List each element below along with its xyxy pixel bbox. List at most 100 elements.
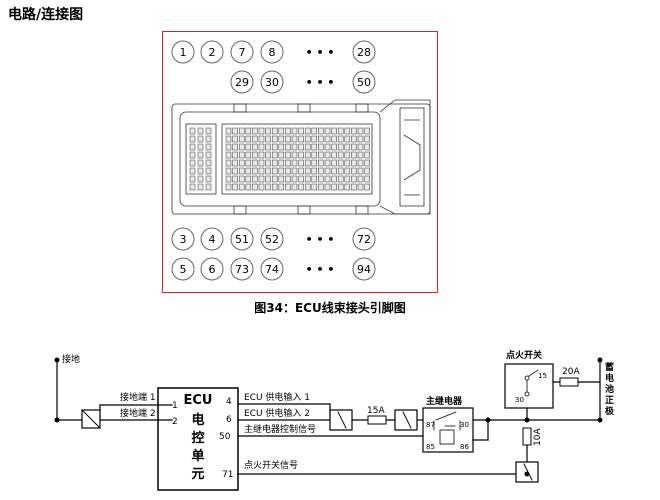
connector-pin-cell	[225, 159, 232, 167]
connector-pin-cell	[311, 151, 318, 159]
ecu-pin-4: 4	[226, 397, 232, 407]
connector-pin-cell	[271, 167, 278, 175]
connector-pin-cell	[357, 183, 364, 191]
connector-pin-cell	[291, 183, 298, 191]
connector-pin-cell	[357, 175, 364, 183]
connector-pin-cell	[344, 183, 351, 191]
fuse-ign-label: 10A	[533, 428, 543, 446]
connector-pin-cell	[225, 183, 232, 191]
connector-pin-cell	[344, 175, 351, 183]
pin-label: 94	[357, 263, 371, 276]
connector-pin-cell	[278, 143, 285, 151]
battery-char-1: 蓄	[605, 361, 614, 373]
connector-pin-cell	[245, 159, 252, 167]
pin-row-top-2: 29 30 • • • 50	[230, 70, 376, 94]
connector-pin-cell	[304, 175, 311, 183]
connector-pin-cell	[331, 167, 337, 175]
connector-pin-cell	[344, 167, 351, 175]
connector-pin-cell	[344, 143, 351, 151]
pin-row-bottom-1: 3 4 51 52 • • • 72	[171, 227, 376, 251]
connector-pin-cell	[364, 159, 370, 167]
connector-pin-cell	[205, 151, 212, 159]
connector-pin-cell	[225, 143, 232, 151]
connector-pin-cell	[238, 159, 245, 167]
relay-pin-85: 85	[426, 443, 435, 451]
connector-pin-cell	[304, 159, 311, 167]
battery-char-5: 极	[605, 405, 615, 417]
connector-pin-cell	[351, 167, 357, 175]
ecu-pin-71: 71	[222, 470, 233, 480]
connector-pin-cell	[357, 135, 364, 143]
connector-pin-cell	[351, 135, 357, 143]
connector-pin-cell	[337, 159, 344, 167]
connector-pin-cell	[265, 135, 271, 143]
pin-label: 7	[239, 46, 246, 59]
connector-pin-cell	[351, 143, 357, 151]
connector-pin-cell	[311, 127, 318, 135]
connector-pin-cell	[324, 183, 331, 191]
ecu-right-label-6: ECU 供电输入 2	[244, 407, 310, 419]
connector-pin-cell	[265, 151, 271, 159]
connector-pin-cell	[311, 183, 318, 191]
connector-pin-cell	[304, 183, 311, 191]
connector-pin-cell	[351, 151, 357, 159]
pin-row-bottom-2: 5 6 73 74 • • • 94	[171, 257, 376, 281]
connector-pin-cell	[298, 151, 304, 159]
connector-pin-cell	[197, 135, 204, 143]
connector-pin-cell	[271, 127, 278, 135]
pin-label: 73	[235, 263, 249, 276]
connector-pin-cell	[357, 151, 364, 159]
connector-pin-cell	[298, 143, 304, 151]
connector-pin-cell	[205, 167, 212, 175]
pin-ellipsis: • • •	[306, 76, 335, 89]
connector-pin-cell	[205, 175, 212, 183]
connector-pin-cell	[285, 151, 291, 159]
connector-pin-cell	[285, 127, 291, 135]
connector-pin-cell	[285, 159, 291, 167]
connector-pin-cell	[351, 175, 357, 183]
connector-pin-cell	[252, 167, 258, 175]
connector-pin-cell	[189, 159, 196, 167]
connector-pin-cell	[258, 183, 265, 191]
connector-pin-cell	[364, 143, 370, 151]
connector-pin-cell	[252, 135, 258, 143]
connector-pin-cell	[298, 135, 304, 143]
connector-pin-cell	[318, 127, 324, 135]
connector-pin-cell	[298, 183, 304, 191]
connector-pin-cell	[337, 143, 344, 151]
connector-pin-cell	[364, 151, 370, 159]
pin-ellipsis: • • •	[306, 46, 335, 59]
ecu-left-label-2: 接地端 2	[120, 407, 156, 419]
connector-pin-cell	[351, 183, 357, 191]
pin-label: 6	[209, 263, 216, 276]
connector-pin-cell	[189, 183, 196, 191]
connector-pin-cell	[245, 127, 252, 135]
connector-pin-cell	[189, 167, 196, 175]
connector-pin-cell	[252, 159, 258, 167]
connector-pin-cell	[271, 175, 278, 183]
connector-pin-cell	[232, 143, 238, 151]
connector-pin-cell	[344, 127, 351, 135]
connector-pin-cell	[298, 159, 304, 167]
connector-pin-cell	[258, 143, 265, 151]
pin-label: 3	[180, 233, 187, 246]
connector-pin-cell	[258, 167, 265, 175]
ecu-left-label-1: 接地端 1	[120, 391, 156, 403]
connector-pin-cell	[324, 175, 331, 183]
pin-label: 74	[265, 263, 279, 276]
connector-pin-cell	[291, 143, 298, 151]
connector-pin-cell	[298, 167, 304, 175]
relay-pin-30: 30	[460, 421, 469, 429]
connector-pin-cell	[238, 127, 245, 135]
connector-pin-cell	[258, 127, 265, 135]
connector-pin-cell	[197, 159, 204, 167]
connector-pin-cell	[324, 159, 331, 167]
connector-pin-cell	[278, 175, 285, 183]
connector-pin-cell	[337, 127, 344, 135]
connector-pin-cell	[271, 143, 278, 151]
connector-pin-cell	[197, 127, 204, 135]
connector-pin-cell	[238, 143, 245, 151]
connector-pin-cell	[205, 159, 212, 167]
ecu-pin-6: 6	[226, 415, 232, 425]
ecu-right-label-71: 点火开关信号	[244, 459, 298, 471]
